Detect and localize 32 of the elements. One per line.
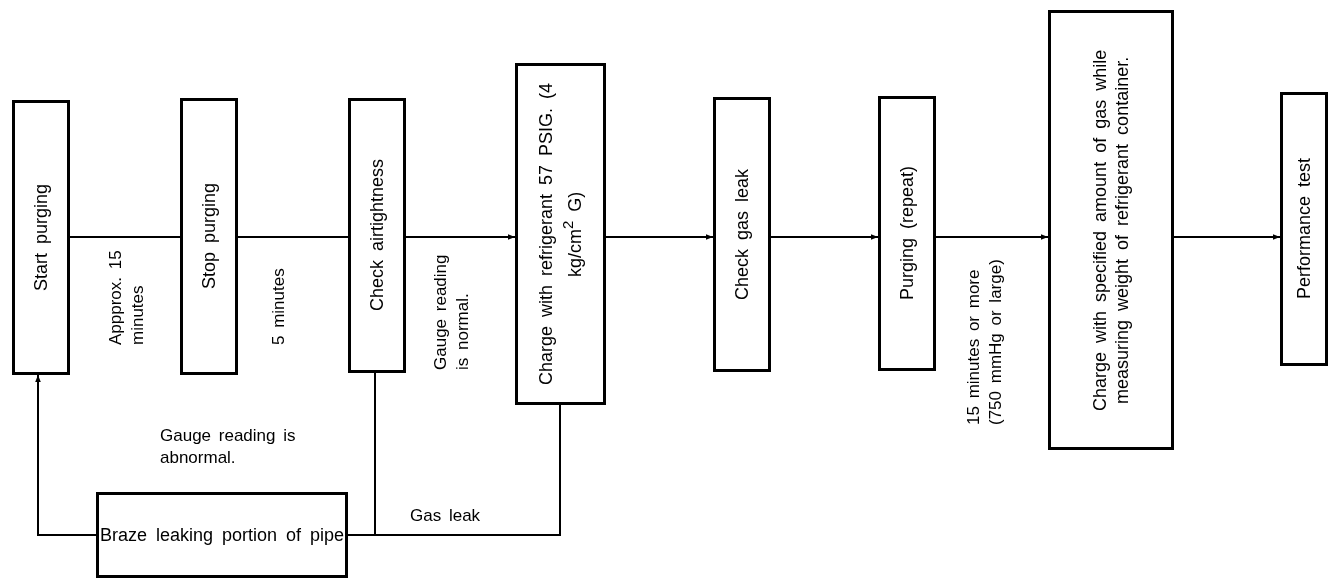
connector-line	[935, 234, 1049, 240]
process-box	[96, 492, 348, 578]
step-text: Stop purging	[198, 183, 220, 290]
edge-label: Gauge reading is normal.	[430, 253, 473, 370]
connector-line	[69, 236, 181, 238]
edge-label: Gauge reading is abnormal.	[160, 425, 297, 469]
process-box	[1280, 92, 1328, 366]
step-text: Check gas leak	[731, 168, 753, 301]
connector-line	[605, 234, 714, 240]
connector-line	[1173, 234, 1281, 240]
step-text: Performance test	[1293, 158, 1315, 300]
connector-line	[35, 374, 97, 536]
edge-label: Appprox. 15 minutes	[105, 249, 148, 345]
process-box	[180, 98, 238, 375]
edge-label: Gas leak	[410, 505, 482, 527]
edge-label: 15 minutes or more (750 mmHg or large)	[963, 258, 1006, 425]
step-text: Charge with specified amount of gas while measuring weight of refrigerant container.	[1089, 48, 1133, 413]
process-box	[878, 96, 936, 371]
process-box	[515, 63, 606, 405]
connector-line	[237, 236, 349, 238]
step-text: Check airtightness	[366, 159, 388, 312]
connector-line	[405, 234, 516, 240]
process-box	[713, 97, 771, 372]
connector-line	[770, 234, 879, 240]
step-text: Braze leaking portion of pipe	[99, 524, 345, 547]
process-box	[1048, 10, 1174, 450]
edge-label: 5 minutes	[268, 267, 289, 345]
process-box	[12, 100, 70, 375]
process-box	[348, 98, 406, 373]
step-text: Start purging	[30, 183, 52, 292]
connector-line	[347, 404, 561, 536]
step-text: Purging (repeat)	[896, 166, 918, 301]
